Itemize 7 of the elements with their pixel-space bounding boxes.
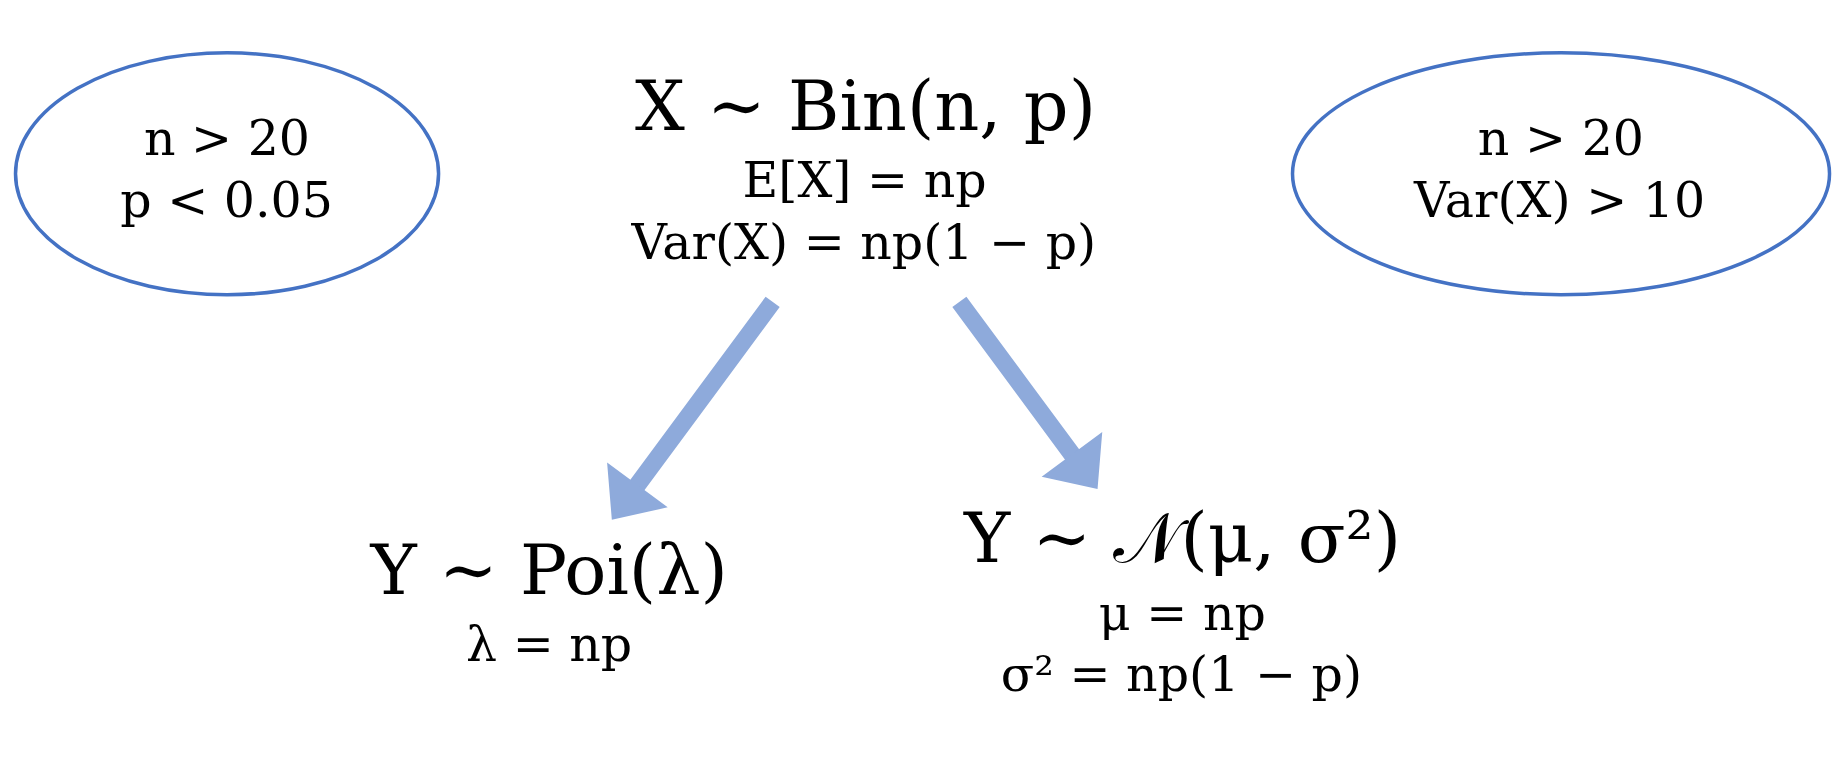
node-text: Y ∼ 𝒩(μ, σ²) μ = np σ² = np(1 − p) [964, 496, 1401, 703]
node-text: Y ∼ Poi(λ) λ = np [370, 528, 728, 673]
node-text: X ∼ Bin(n, p) E[X] = np Var(X) = np(1 − p) [631, 64, 1097, 271]
node-ellipse: n > 20 Var(X) > 10 [1290, 50, 1832, 296]
node-ellipse: n > 20 p < 0.05 [13, 50, 441, 296]
arrow [607, 296, 780, 520]
arrow [952, 296, 1103, 489]
